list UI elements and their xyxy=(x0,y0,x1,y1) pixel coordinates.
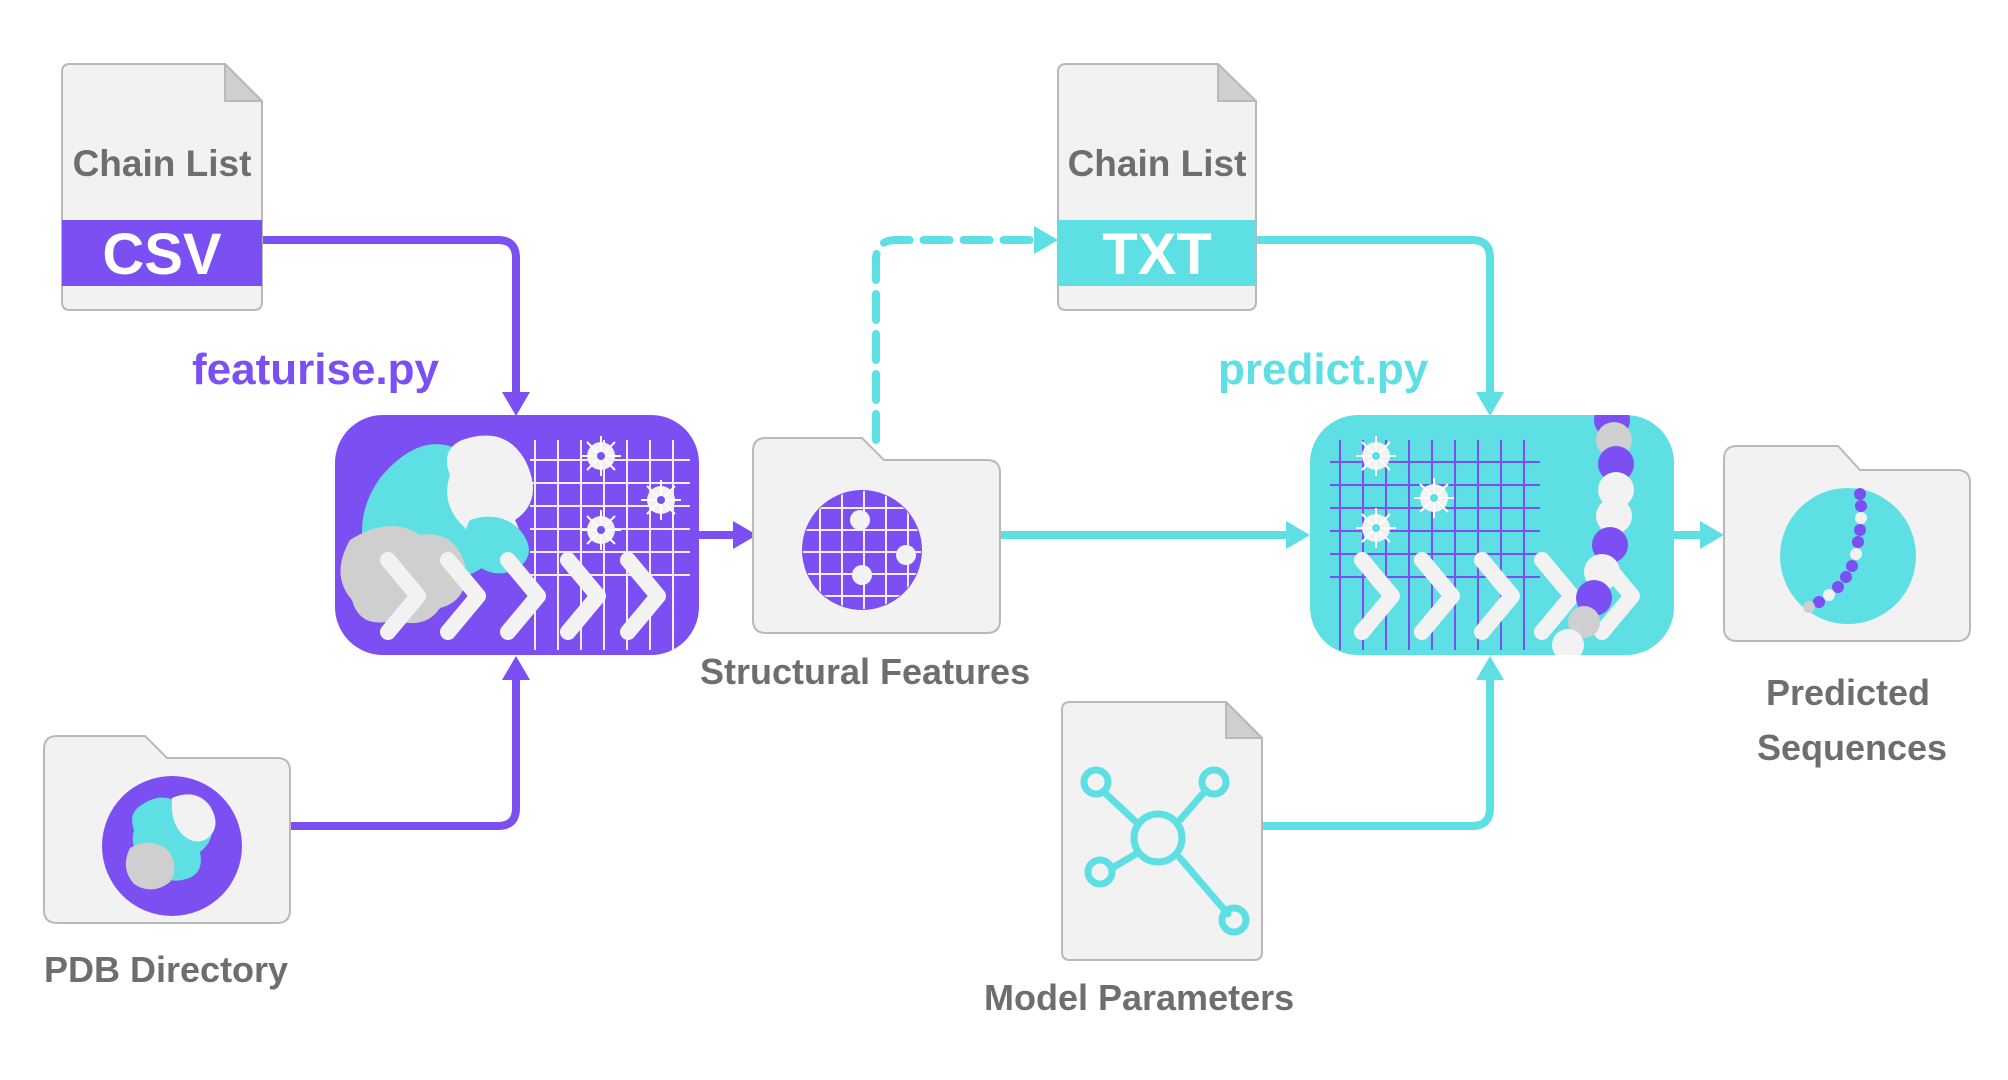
arrowhead-predict-left xyxy=(1286,521,1310,549)
txt-tag-label: TXT xyxy=(1102,222,1212,287)
edge-features-to-txt xyxy=(872,236,1040,444)
chain-list-csv-document: Chain List CSV xyxy=(61,63,263,311)
arrowhead-predict-bottom xyxy=(1476,656,1504,680)
network-icon xyxy=(1080,766,1250,936)
structural-features-label: Structural Features xyxy=(700,651,1030,692)
predicted-sequences-line1: Predicted xyxy=(1766,672,1930,713)
model-parameters-document xyxy=(1061,701,1263,961)
edge-pdb-to-featurise xyxy=(286,676,520,830)
structural-features-folder xyxy=(752,437,1001,634)
grid-sequence-processor-icon xyxy=(1330,415,1640,655)
sequence-beads xyxy=(1803,488,1867,613)
csv-tag-label: CSV xyxy=(102,222,222,287)
predicted-sequences-folder xyxy=(1723,445,1971,642)
featurise-label: featurise.py xyxy=(192,345,440,394)
document-icon xyxy=(1061,701,1263,961)
arrowhead-txt xyxy=(1034,226,1058,254)
arrowhead-features xyxy=(733,521,757,549)
pdb-directory-label: PDB Directory xyxy=(44,949,288,990)
connectors xyxy=(258,226,1724,830)
model-parameters-label: Model Parameters xyxy=(984,977,1294,1018)
predict-label: predict.py xyxy=(1218,345,1429,394)
chain-list-txt-document: Chain List TXT xyxy=(1057,63,1257,311)
arrowhead-featurise-top xyxy=(502,392,530,416)
csv-tag xyxy=(62,220,262,286)
txt-tag xyxy=(1058,220,1256,286)
arrowhead-predict-top xyxy=(1476,392,1504,416)
pdb-directory-folder xyxy=(43,735,291,924)
predict-processor xyxy=(1310,415,1674,655)
edge-params-to-predict xyxy=(1258,676,1494,830)
protein-grid-processor-icon xyxy=(340,435,690,650)
predicted-sequences-line2: Sequences xyxy=(1757,727,1947,768)
featurise-processor xyxy=(335,415,699,655)
edge-txt-to-predict xyxy=(1252,236,1494,398)
arrowhead-featurise-bottom xyxy=(502,656,530,680)
arrowhead-sequences xyxy=(1700,521,1724,549)
edge-csv-to-featurise xyxy=(258,236,520,398)
chain-list-txt-title: Chain List xyxy=(1068,143,1247,184)
chain-list-csv-title: Chain List xyxy=(73,143,252,184)
